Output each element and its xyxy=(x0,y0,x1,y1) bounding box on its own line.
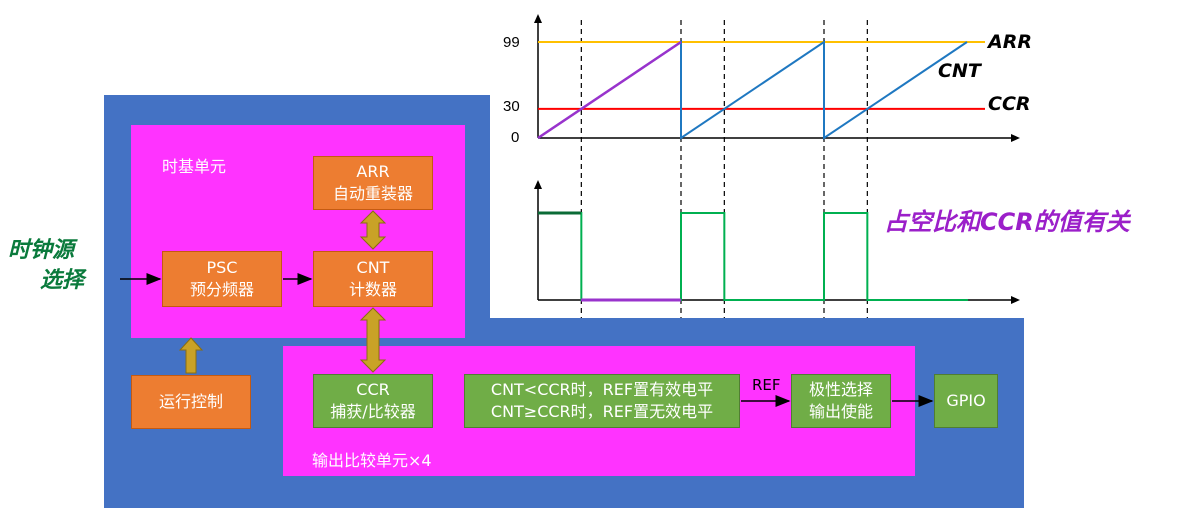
y-tick-0: 0 xyxy=(511,129,520,146)
cnt-highlight-ramp xyxy=(537,40,682,140)
arrow-arr-cnt xyxy=(359,210,387,250)
ccr-block-desc: 捕获/比较器 xyxy=(330,402,416,421)
output-compare-title: 输出比较单元×4 xyxy=(312,451,432,470)
y-tick-99: 99 xyxy=(503,34,520,51)
gpio-block: GPIO xyxy=(934,374,998,428)
gpio-label: GPIO xyxy=(946,391,986,410)
polarity-line-1: 极性选择 xyxy=(808,380,873,399)
y-tick-30: 30 xyxy=(503,98,520,115)
psc-block: PSC 预分频器 xyxy=(162,251,282,307)
psc-block-name: PSC xyxy=(206,258,238,277)
cnt-line-label: CNT xyxy=(938,60,981,82)
cnt-block-desc: 计数器 xyxy=(348,280,397,299)
cnt-sawtooth xyxy=(537,40,968,140)
clock-source-line2: 选择 xyxy=(40,268,85,293)
condition-line-2: CNT≥CCR时，REF置无效电平 xyxy=(490,402,714,421)
cnt-block-name: CNT xyxy=(356,258,390,277)
top-y-axis-arrow xyxy=(534,14,542,23)
clock-source-line1: 时钟源 xyxy=(8,238,75,263)
time-base-title: 时基单元 xyxy=(162,157,227,176)
arr-block: ARR 自动重装器 xyxy=(313,156,433,210)
arrow-cnt-ccr xyxy=(359,307,387,373)
bottom-x-axis-arrow xyxy=(1011,296,1020,304)
arrow-run-control xyxy=(178,337,204,374)
ref-label: REF xyxy=(752,376,781,394)
bottom-y-axis-arrow xyxy=(534,180,542,189)
compare-condition-block: CNT<CCR时，REF置有效电平 CNT≥CCR时，REF置无效电平 xyxy=(464,374,740,428)
polarity-line-2: 输出使能 xyxy=(808,402,873,421)
ccr-line-label: CCR xyxy=(988,93,1031,115)
run-control-label: 运行控制 xyxy=(158,392,223,411)
polarity-block: 极性选择 输出使能 xyxy=(791,374,891,428)
psc-block-desc: 预分频器 xyxy=(189,280,254,299)
arr-block-name: ARR xyxy=(356,162,390,181)
ccr-block-name: CCR xyxy=(356,380,390,399)
clock-source-note: 时钟源 选择 xyxy=(8,236,98,296)
arr-block-desc: 自动重装器 xyxy=(332,184,413,203)
run-control-block: 运行控制 xyxy=(131,375,251,429)
condition-line-1: CNT<CCR时，REF置有效电平 xyxy=(490,380,714,399)
arr-line-label: ARR xyxy=(988,31,1032,53)
duty-cycle-note: 占空比和CCR的值有关 xyxy=(884,208,1130,236)
ccr-block: CCR 捕获/比较器 xyxy=(313,374,433,428)
top-x-axis-arrow xyxy=(1011,134,1020,142)
cnt-block: CNT 计数器 xyxy=(313,251,433,307)
